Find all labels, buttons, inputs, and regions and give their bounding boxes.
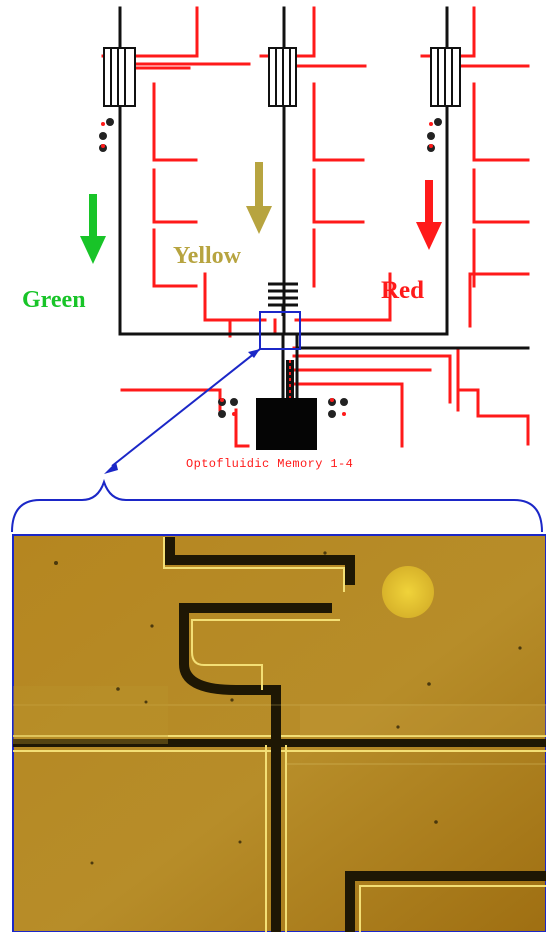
- storage-block: [256, 360, 317, 450]
- dot-marker-icon: [427, 118, 442, 152]
- flow-arrows: [80, 162, 442, 264]
- dot-marker-icon: [218, 398, 238, 418]
- caption: Optofluidic Memory 1-4: [186, 457, 354, 471]
- arrow-down-icon: [246, 162, 272, 234]
- valve-stacks: [103, 47, 461, 107]
- dot-marker-icon: [99, 118, 114, 152]
- arrow-down-icon: [80, 194, 106, 264]
- green-label: Green: [22, 287, 86, 313]
- serpentine-junction: [268, 282, 298, 316]
- micrograph-inset: [12, 534, 546, 932]
- red-label: Red: [381, 277, 425, 304]
- yellow-label: Yellow: [173, 243, 241, 269]
- arrow-down-icon: [416, 180, 442, 250]
- callout: [11, 311, 543, 533]
- dot-markers: [99, 118, 442, 418]
- red-control-lines: [101, 6, 530, 448]
- dot-marker-icon: [328, 398, 348, 418]
